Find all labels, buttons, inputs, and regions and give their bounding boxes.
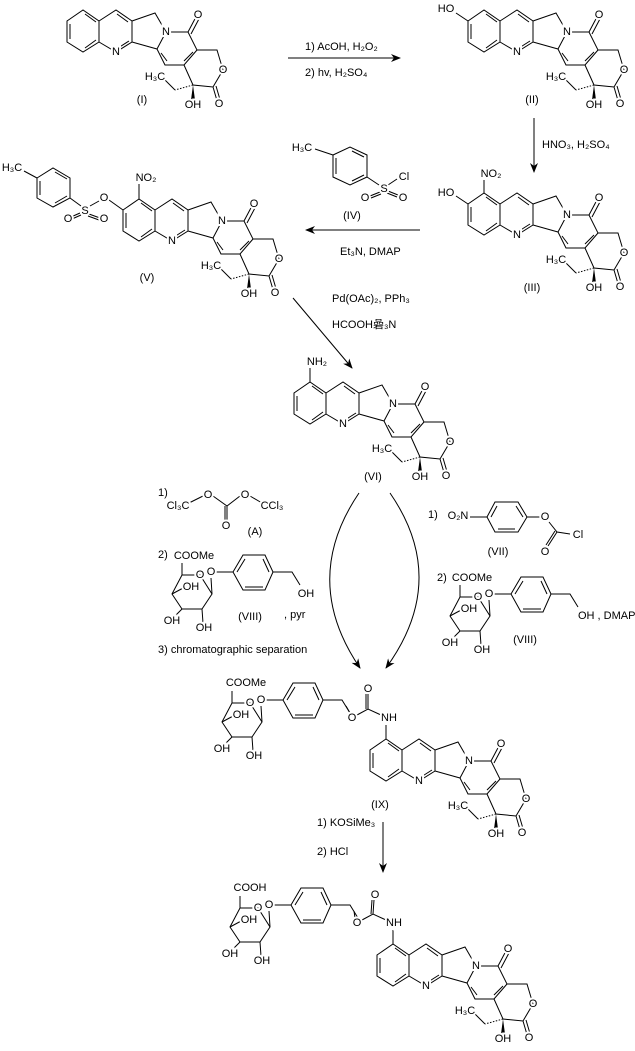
compound-label-v: (V)	[140, 272, 155, 284]
hydroxy-label: HO	[438, 3, 455, 15]
compound-vi-structure	[292, 379, 457, 485]
svg-text:O: O	[100, 192, 109, 204]
svg-text:O: O	[241, 489, 250, 501]
compound-label-vii: (VII)	[488, 546, 509, 558]
svg-text:O: O	[100, 213, 109, 225]
compound-label-iii: (III)	[524, 282, 541, 294]
reagent-step1-line1: 1) AcOH, H₂O₂	[305, 41, 378, 53]
compound-ii-structure	[466, 7, 631, 113]
reagent-step6-line2: 2) HCl	[317, 846, 348, 858]
compound-label-viii: (VIII)	[238, 611, 262, 623]
methyl-ester-label: COOMe	[452, 572, 492, 584]
compound-iv-structure: H₃C S Cl O O	[290, 140, 411, 206]
carboxylic-acid-label: COOH	[234, 882, 267, 894]
final-product-glucuronide	[219, 886, 360, 969]
carbamate-oxygen: O	[348, 712, 357, 724]
compound-label-ix: (IX)	[371, 799, 389, 811]
left-step-3: 3) chromatographic separation	[158, 644, 307, 656]
carbamate-oxygen: O	[353, 917, 362, 929]
hydroxy-label: HO	[438, 187, 455, 199]
svg-text:O: O	[361, 192, 370, 204]
methyl-ester-label: COOMe	[226, 677, 266, 689]
reagent-step4-line2: HCOOH碞₃N	[332, 318, 396, 331]
compound-ix-glucuronide	[211, 681, 352, 764]
amino-label: NH₂	[307, 356, 327, 368]
reagent-step2: HNO₃, H₂SO₄	[542, 139, 610, 151]
tosylate-group: H₃C S O O O NO₂	[0, 160, 158, 227]
compound-label-ii: (II)	[525, 94, 538, 106]
nitro-label: NO₂	[481, 168, 502, 180]
reaction-arrow-left-route	[329, 492, 361, 669]
svg-text:CCl₃: CCl₃	[261, 500, 284, 512]
svg-text:H₃C: H₃C	[292, 142, 312, 154]
base-dmap: OH , DMAP	[578, 610, 635, 622]
svg-text:O: O	[204, 489, 213, 501]
amide-nh-label: NH	[381, 712, 397, 724]
compound-viii-structure	[161, 553, 302, 636]
final-product-structure	[375, 941, 540, 1047]
reagent-step1-line2: 2) hv, H₂SO₄	[305, 67, 368, 79]
compound-label-i: (I)	[137, 94, 147, 106]
svg-text:O: O	[541, 546, 550, 558]
right-step-2-number: 2)	[437, 572, 447, 584]
reaction-arrow-step4	[292, 297, 353, 369]
left-step-1-number: 1)	[158, 487, 168, 499]
compound-ix-structure	[368, 736, 533, 842]
reagent-step4-line1: Pd(OAc)₂, PPh₃	[332, 293, 410, 305]
carbonyl-oxygen: O	[364, 683, 373, 695]
right-step-1-number: 1)	[428, 509, 438, 521]
compound-vii-structure: O₂N O Cl O	[446, 501, 585, 560]
methyl-ester-label: COOMe	[174, 550, 214, 562]
compound-a-structure: Cl₃C O O CCl₃ O	[165, 487, 286, 534]
base-pyridine: , pyr	[284, 609, 306, 621]
svg-text:O: O	[399, 192, 408, 204]
reagent-step6-line1: 1) KOSiMe₃	[317, 817, 375, 829]
compound-label-iv: (IV)	[343, 210, 361, 222]
svg-text:Cl: Cl	[399, 171, 409, 183]
reaction-arrow-right-route	[385, 492, 420, 669]
svg-text:H₃C: H₃C	[2, 162, 22, 174]
svg-text:NO₂: NO₂	[136, 172, 157, 184]
compound-label-a: (A)	[248, 526, 263, 538]
svg-text:O₂N: O₂N	[448, 510, 469, 522]
compound-label-viii: (VIII)	[513, 634, 537, 646]
carbonyl-oxygen: O	[371, 889, 380, 901]
hydroxy-label: OH	[298, 588, 315, 600]
svg-text:O: O	[541, 511, 550, 523]
svg-text:S: S	[380, 183, 387, 195]
amide-nh-label: NH	[386, 917, 402, 929]
compound-iii-structure	[466, 190, 631, 296]
compound-i-structure	[65, 7, 230, 113]
compound-label-vi: (VI)	[364, 471, 382, 483]
svg-text:Cl₃C: Cl₃C	[167, 500, 190, 512]
svg-text:S: S	[81, 205, 88, 217]
left-step-2-number: 2)	[158, 549, 168, 561]
compound-v-structure	[121, 196, 286, 302]
svg-text:O: O	[222, 520, 231, 532]
reagent-step3: Et₃N, DMAP	[340, 246, 401, 258]
svg-text:O: O	[64, 213, 73, 225]
svg-text:Cl: Cl	[573, 529, 583, 541]
compound-viii-structure	[439, 575, 580, 658]
